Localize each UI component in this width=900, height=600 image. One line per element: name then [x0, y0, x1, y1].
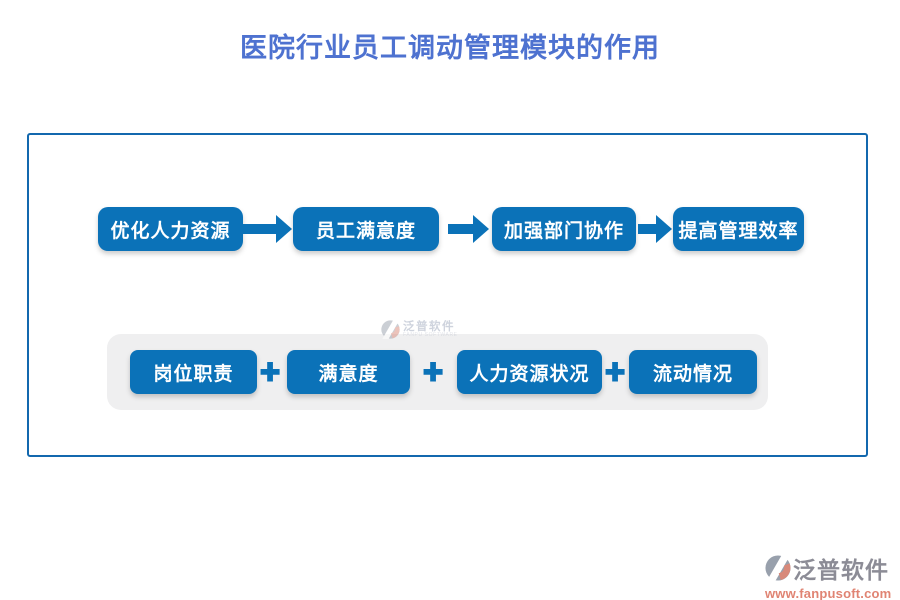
flow-step-efficiency: 提高管理效率 — [673, 207, 804, 251]
flow-step-satisfaction: 员工满意度 — [293, 207, 439, 251]
arrow-right-icon — [243, 215, 292, 243]
arrow-right-icon — [638, 215, 672, 243]
flow-step-optimize-hr: 优化人力资源 — [98, 207, 243, 251]
fanpu-logo-icon — [765, 554, 791, 582]
summary-item-satisfaction: 满意度 — [287, 350, 410, 394]
arrow-right-icon — [448, 215, 489, 243]
plus-icon: + — [604, 352, 626, 392]
footer-url: www.fanpusoft.com — [765, 586, 892, 600]
flow-step-collaboration: 加强部门协作 — [492, 207, 636, 251]
summary-item-mobility: 流动情况 — [629, 350, 757, 394]
footer-brand-text: 泛普软件 — [793, 557, 889, 583]
plus-icon: + — [259, 352, 281, 392]
page-title: 医院行业员工调动管理模块的作用 — [240, 33, 660, 63]
footer-logo: 泛普软件 www.fanpusoft.com — [765, 551, 891, 600]
summary-item-duties: 岗位职责 — [130, 350, 257, 394]
plus-icon: + — [422, 352, 444, 392]
summary-item-hr-status: 人力资源状况 — [457, 350, 602, 394]
